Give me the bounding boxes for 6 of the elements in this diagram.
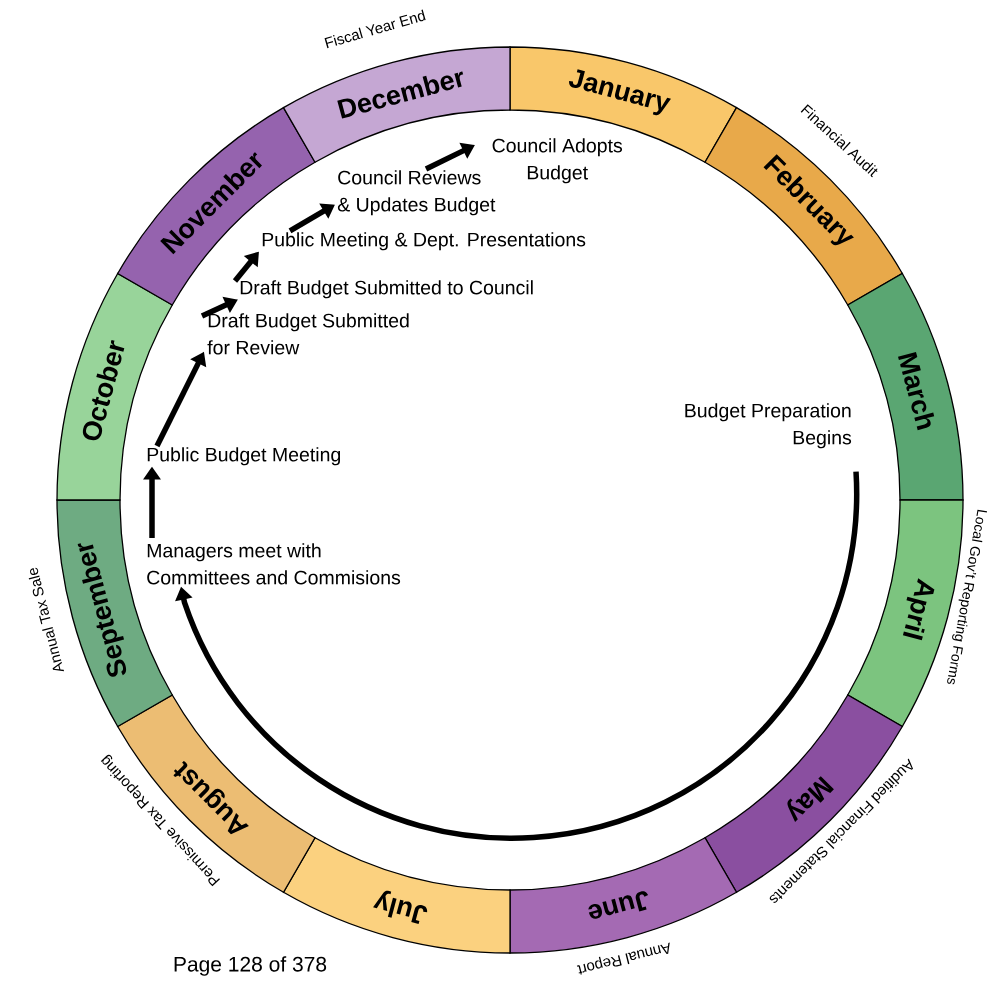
page-number: Page 128 of 378 [174, 956, 327, 976]
arrow [288, 203, 335, 234]
curved-arrow [175, 471, 859, 841]
annotation-label: Fiscal Year End [324, 9, 426, 49]
step-text: Draft Budget Submitted for Review [207, 313, 409, 355]
month-segment: July [282, 837, 511, 954]
